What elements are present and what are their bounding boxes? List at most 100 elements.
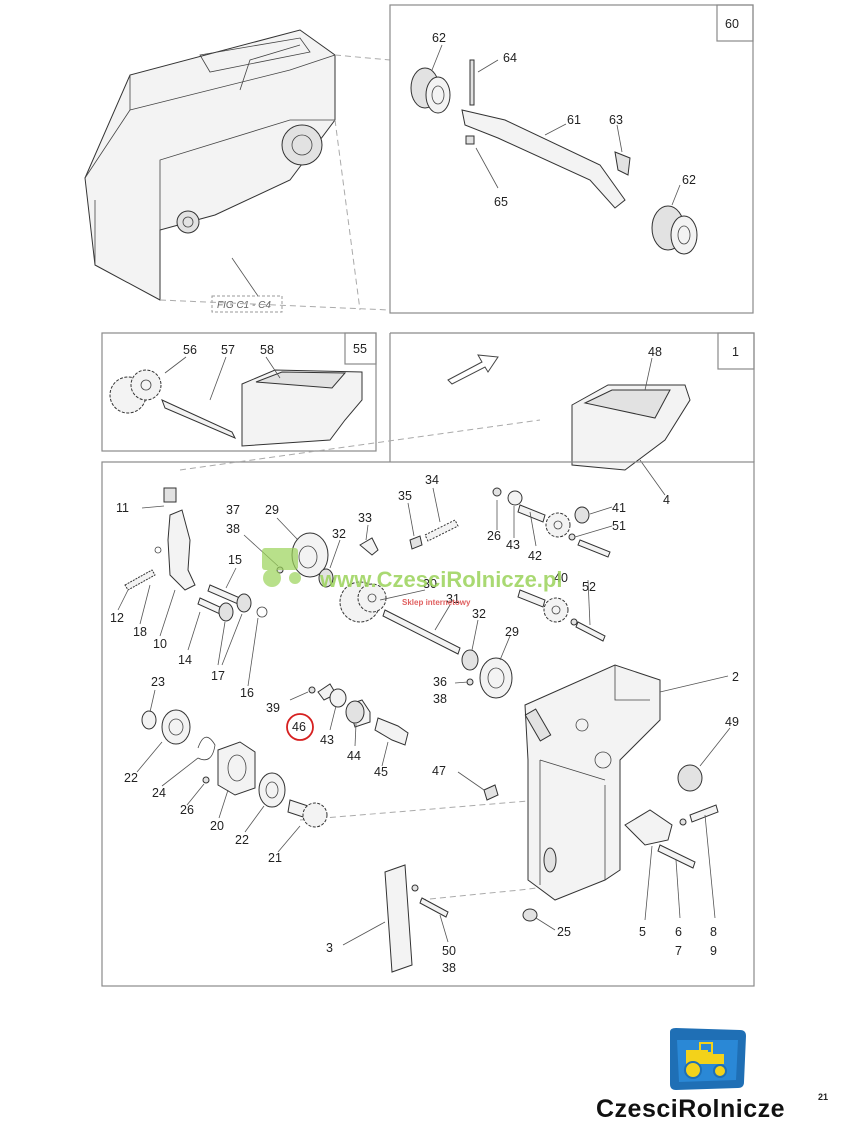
label-30: 30 <box>423 577 437 591</box>
bearing-flange-29-lower <box>466 657 513 699</box>
label-40: 40 <box>554 571 568 585</box>
label-62-bottom: 62 <box>682 173 696 187</box>
lever-assembly <box>124 487 196 591</box>
label-8: 8 <box>710 925 717 939</box>
brand-mark: 21 <box>818 1092 829 1102</box>
label-37: 37 <box>226 503 240 517</box>
frame-55-number: 55 <box>353 342 367 356</box>
label-35: 35 <box>398 489 412 503</box>
fig-reference-box <box>211 295 283 313</box>
label-31: 31 <box>446 592 460 606</box>
label-12: 12 <box>110 611 124 625</box>
label-56: 56 <box>183 343 197 357</box>
label-11: 11 <box>116 501 129 515</box>
label-14: 14 <box>178 653 192 667</box>
fig-reference: FIG C1 - C4 <box>217 300 271 311</box>
label-38-mid: 38 <box>433 692 447 706</box>
label-65: 65 <box>494 195 508 209</box>
frame-1-number: 1 <box>732 345 739 359</box>
clip-33 <box>359 537 379 556</box>
label-4: 4 <box>663 493 670 507</box>
plug-25 <box>522 908 538 922</box>
label-33: 33 <box>358 511 372 525</box>
watermark-subtext: Sklep internetowy <box>402 598 471 607</box>
label-44: 44 <box>347 749 361 763</box>
label-41: 41 <box>612 501 626 515</box>
label-29-lower: 29 <box>505 625 519 639</box>
label-38-bottom: 38 <box>442 961 456 975</box>
brand-name: CzesciRolnicze <box>596 1095 786 1123</box>
label-26-bottom: 26 <box>180 803 194 817</box>
label-26-top: 26 <box>487 529 501 543</box>
hopper-48 <box>571 384 691 471</box>
label-58: 58 <box>260 343 274 357</box>
bearing-group-lower-left <box>141 709 328 828</box>
label-48: 48 <box>648 345 662 359</box>
label-22-left: 22 <box>124 771 138 785</box>
pin-35 <box>409 535 423 550</box>
label-50: 50 <box>442 944 456 958</box>
label-9: 9 <box>710 944 717 958</box>
frame-60 <box>389 4 754 314</box>
label-38-top: 38 <box>226 522 240 536</box>
shaft-31 <box>382 609 461 655</box>
watermark-tractor-icon <box>262 548 301 587</box>
label-29-top: 29 <box>265 503 279 517</box>
label-62-top: 62 <box>432 31 446 45</box>
label-43-bottom: 43 <box>320 733 334 747</box>
machine-overview <box>84 29 336 301</box>
chain-34 <box>424 519 459 542</box>
roller-group-44-45 <box>308 683 409 746</box>
side-frame-2 <box>524 664 661 901</box>
brand-logo-icon <box>670 1028 746 1090</box>
label-24: 24 <box>152 786 166 800</box>
frame-60-number: 60 <box>725 17 739 31</box>
label-6: 6 <box>675 925 682 939</box>
watermark-text: www.CzesciRolnicze.pl <box>320 567 563 592</box>
bushing-32-top <box>318 568 334 588</box>
label-3: 3 <box>326 941 333 955</box>
label-32-top: 32 <box>332 527 346 541</box>
label-23: 23 <box>151 675 165 689</box>
label-2: 2 <box>732 670 739 684</box>
label-34: 34 <box>425 473 439 487</box>
direction-arrow <box>447 354 499 385</box>
frame-55-parts <box>109 369 363 447</box>
label-47: 47 <box>432 764 446 778</box>
label-7: 7 <box>675 944 682 958</box>
cover-plate-3 <box>384 864 449 973</box>
label-63: 63 <box>609 113 623 127</box>
label-52: 52 <box>582 580 596 594</box>
label-36: 36 <box>433 675 447 689</box>
hinge-bracket-5-9 <box>624 804 719 869</box>
sprocket-30 <box>339 581 387 623</box>
label-21: 21 <box>268 851 282 865</box>
highlight-circle-46 <box>286 713 314 741</box>
label-20: 20 <box>210 819 224 833</box>
drive-shaft-assembly <box>410 59 698 255</box>
label-22-right: 22 <box>235 833 249 847</box>
label-42: 42 <box>528 549 542 563</box>
label-32-lower: 32 <box>472 607 486 621</box>
label-64: 64 <box>503 51 517 65</box>
bushing-32-lower <box>461 649 479 671</box>
shaft-parts-15-17 <box>197 584 268 622</box>
label-5: 5 <box>639 925 646 939</box>
label-16: 16 <box>240 686 254 700</box>
label-61: 61 <box>567 113 581 127</box>
label-15: 15 <box>228 553 242 567</box>
label-43-top: 43 <box>506 538 520 552</box>
frame-55 <box>101 332 377 452</box>
label-57: 57 <box>221 343 235 357</box>
label-17: 17 <box>211 669 225 683</box>
label-46: 46 <box>292 720 306 734</box>
label-10: 10 <box>153 637 167 651</box>
label-25: 25 <box>557 925 571 939</box>
label-51: 51 <box>612 519 626 533</box>
cap-49 <box>677 764 703 792</box>
label-49: 49 <box>725 715 739 729</box>
label-45: 45 <box>374 765 388 779</box>
gear-cluster-right <box>492 487 611 642</box>
label-39: 39 <box>266 701 280 715</box>
